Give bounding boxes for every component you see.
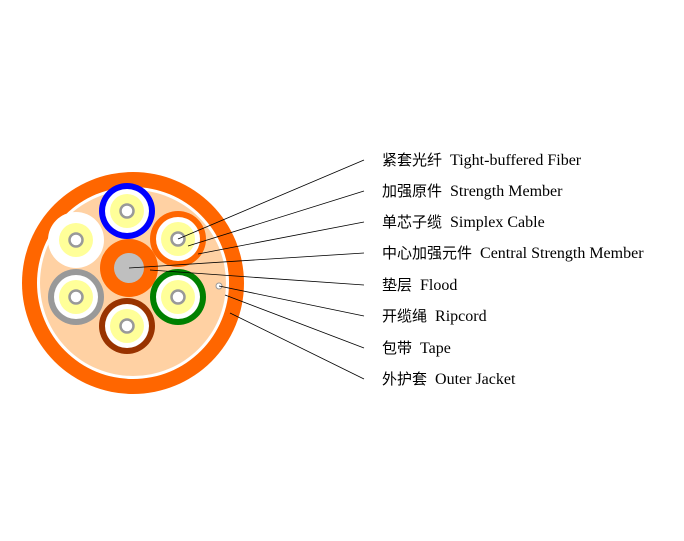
label-en: Ripcord [435,308,487,325]
label-en: Strength Member [450,183,563,200]
simplex-unit-white [48,212,104,268]
label-cn: 单芯子缆 [382,213,443,231]
simplex-unit-brown [99,298,155,354]
label-tight-buffered-fiber: 紧套光纤 Tight-buffered Fiber [382,150,581,171]
label-cn: 中心加强元件 [382,244,473,262]
leader-line-tight-buffered-fiber [177,159,365,240]
label-outer-jacket: 外护套 Outer Jacket [382,369,515,390]
label-cn: 外护套 [382,370,428,388]
leader-line-central-strength-member [128,252,365,269]
label-cn: 紧套光纤 [382,151,443,169]
leader-line-ripcord [218,285,365,317]
label-en: Tape [420,340,451,357]
leader-line-strength-member [187,190,365,247]
label-en: Central Strength Member [480,245,644,262]
simplex-unit-blue [99,183,155,239]
label-cn: 开缆绳 [382,307,428,325]
label-cn: 垫层 [382,276,413,294]
leader-line-simplex-cable [197,221,365,255]
label-ripcord: 开缆绳 Ripcord [382,306,487,327]
leader-line-tape [224,294,365,349]
label-en: Flood [420,277,458,294]
label-en: Simplex Cable [450,214,545,231]
label-cn: 包带 [382,339,413,357]
label-en: Tight-buffered Fiber [450,152,582,169]
label-cn: 加强原件 [382,182,443,200]
simplex-unit-green [150,269,206,325]
leader-line-outer-jacket [229,312,365,380]
simplex-unit-gray [48,269,104,325]
label-simplex-cable: 单芯子缆 Simplex Cable [382,212,545,233]
label-en: Outer Jacket [435,371,516,388]
label-tape: 包带 Tape [382,338,451,359]
leader-line-flood [149,269,365,286]
label-central-strength-member: 中心加强元件 Central Strength Member [382,243,644,264]
label-flood: 垫层 Flood [382,275,457,296]
label-strength-member: 加强原件 Strength Member [382,181,562,202]
